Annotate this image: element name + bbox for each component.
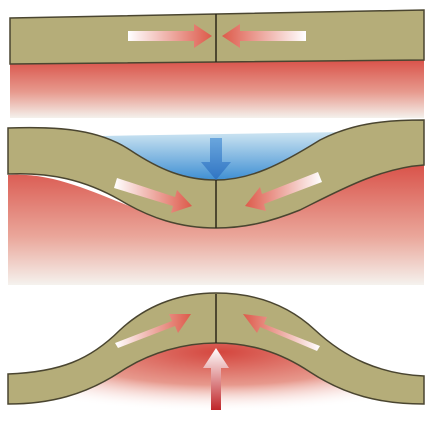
panel-syncline	[8, 120, 424, 285]
mantle-layer	[10, 60, 424, 118]
panel-anticline	[8, 293, 424, 420]
panel-flat	[10, 10, 424, 118]
crust-layer	[10, 10, 424, 64]
